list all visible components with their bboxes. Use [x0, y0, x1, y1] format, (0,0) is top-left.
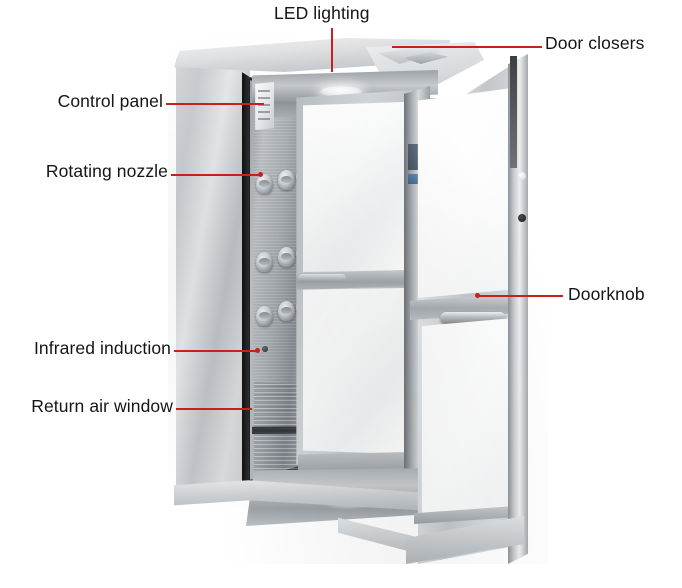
rotating-nozzle [256, 252, 273, 272]
leader-dot-rotating-nozzle [258, 172, 263, 177]
leader-line-infrared-induction [174, 350, 257, 352]
rotating-nozzle [278, 301, 295, 321]
far-door-glass-upper [303, 102, 404, 272]
callout-label-door-closers: Door closers [545, 33, 645, 53]
door-hinge-pin-icon [518, 214, 526, 222]
leader-line-door-closers [392, 46, 542, 48]
rotating-nozzle [278, 170, 295, 190]
leader-line-rotating-nozzle [171, 174, 261, 176]
leader-line-led-lighting [331, 28, 333, 72]
open-swing-door[interactable] [338, 54, 528, 564]
callout-label-doorknob: Doorknob [568, 284, 645, 304]
rotating-nozzle [256, 174, 273, 194]
open-door-edge-profile [508, 54, 528, 564]
door-hinge-pin-icon [518, 172, 526, 180]
rotating-nozzle [278, 247, 295, 267]
leader-line-doorknob [479, 295, 563, 297]
open-door-glass-lower [421, 318, 514, 518]
open-door-glass-upper [417, 88, 512, 298]
infrared-induction-sensor [262, 346, 268, 352]
rotating-nozzle [256, 306, 273, 326]
far-door-handle [298, 274, 346, 282]
pillar-indicator [408, 174, 424, 184]
callout-label-infrared-induction: Infrared induction [33, 338, 171, 358]
callout-label-led-lighting: LED lighting [274, 3, 370, 23]
callout-label-return-air-window: Return air window [31, 396, 173, 416]
leader-dot-infrared-induction [255, 348, 260, 353]
callout-label-rotating-nozzle: Rotating nozzle [45, 161, 168, 181]
far-door-glass-lower [303, 288, 404, 454]
leader-line-return-air-window [176, 408, 252, 410]
open-door-edge-shadow [510, 56, 517, 168]
far-door-kick-plate [298, 452, 410, 474]
leader-dot-doorknob [475, 293, 480, 298]
callout-label-control-panel: Control panel [57, 91, 163, 111]
control-panel-display [258, 90, 270, 120]
leader-line-control-panel [166, 103, 264, 105]
door-seal-strip [242, 72, 249, 492]
air-shower-product-photo [168, 24, 548, 564]
cabinet-left-side-panel [176, 50, 250, 494]
led-lighting-fixture [320, 86, 362, 97]
